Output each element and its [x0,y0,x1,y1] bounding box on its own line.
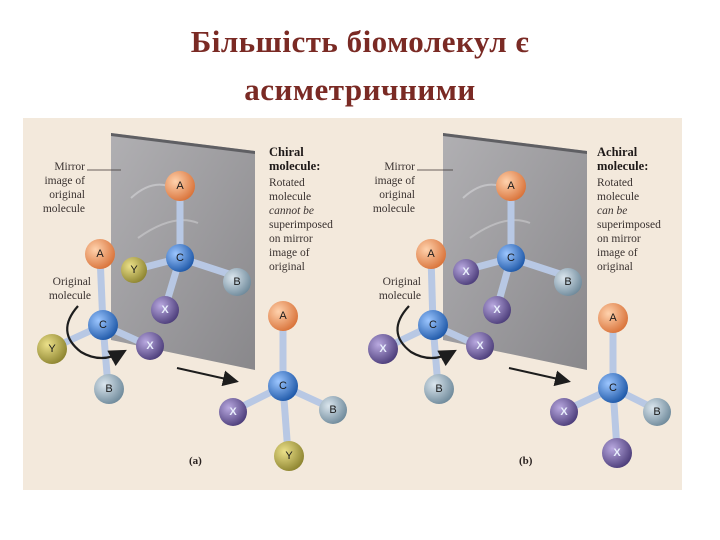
svg-text:original: original [49,189,85,201]
chirality-figure: A Y C B X A Y C X B A X [23,118,682,490]
rotation-arrow-b [508,367,571,387]
atom-a-label: A [609,312,617,324]
svg-text:image of: image of [44,175,85,187]
atom-y-label: Y [48,343,56,355]
atom-x-label: X [493,304,501,316]
svg-text:Rotated: Rotated [269,177,305,189]
rotation-arrow-a [176,367,239,387]
rotated-molecule-b: A X C B X [550,303,671,468]
svg-text:original: original [379,189,415,201]
panel-b-tag: (b) [519,455,533,467]
atom-c-label: C [507,252,515,264]
atom-c-label: C [176,252,184,264]
svg-text:molecule: molecule [269,191,311,203]
atom-c-label: C [429,319,437,331]
atom-x-label: X [613,447,621,459]
atom-x-label: X [560,406,568,418]
svg-text:cannot be: cannot be [269,205,314,217]
atom-b-label: B [435,383,442,395]
slide-title-line2: асиметричними [244,72,476,107]
atom-b-label: B [329,404,336,416]
chiral-description: Chiral molecule: Rotated molecule cannot… [269,145,333,273]
atom-a-label: A [176,180,184,192]
mirror-label-a: Mirror image of original molecule [43,161,121,215]
slide-title-line1: Більшість біомолекул є [190,24,530,59]
mirror-label-b: Mirror image of original molecule [373,161,453,215]
panel-b: A X C B X A X C X B A X C B [368,133,671,468]
atom-x-label: X [379,343,387,355]
atom-x-label: X [161,304,169,316]
svg-text:image of: image of [269,247,310,259]
atom-a-label: A [96,248,104,260]
atom-x-label: X [462,266,470,278]
mirror-molecule-b: A X C B X [453,171,582,324]
atom-x-label: X [146,340,154,352]
atom-c-label: C [279,380,287,392]
svg-text:Original: Original [53,276,91,288]
svg-text:original: original [597,261,633,273]
atom-y-label: Y [130,264,138,276]
chirality-diagram: A Y C B X A Y C X B A X [37,133,671,471]
svg-text:Mirror: Mirror [384,161,415,173]
atom-x-label: X [229,406,237,418]
svg-text:superimposed: superimposed [597,219,661,231]
svg-text:Achiral: Achiral [597,145,638,159]
svg-text:image of: image of [374,175,415,187]
mirror-molecule-a: A Y C B X [121,171,251,324]
atom-x-label: X [476,340,484,352]
achiral-description: Achiral molecule: Rotated molecule can b… [597,145,661,273]
svg-text:Rotated: Rotated [597,177,633,189]
rotated-molecule-a: A X C B Y [219,301,347,471]
original-label-b: Original molecule [379,276,421,302]
svg-text:can be: can be [597,205,627,217]
svg-text:original: original [269,261,305,273]
svg-text:molecule: molecule [43,203,85,215]
atom-b-label: B [233,276,240,288]
svg-text:molecule: molecule [379,290,421,302]
atom-y-label: Y [285,450,293,462]
svg-text:Original: Original [383,276,421,288]
original-molecule-b: A X C X B [368,239,494,404]
svg-text:molecule: molecule [49,290,91,302]
svg-text:molecule:: molecule: [597,159,648,173]
svg-text:molecule:: molecule: [269,159,320,173]
svg-text:on mirror: on mirror [269,233,313,245]
original-molecule-a: A Y C X B [37,239,164,404]
svg-text:Mirror: Mirror [54,161,85,173]
atom-c-label: C [99,319,107,331]
panel-a: A Y C B X A Y C X B A X [37,133,347,471]
svg-text:superimposed: superimposed [269,219,333,231]
atom-b-label: B [564,276,571,288]
atom-a-label: A [507,180,515,192]
panel-a-tag: (a) [189,455,202,467]
atom-a-label: A [427,248,435,260]
atom-b-label: B [105,383,112,395]
svg-text:image of: image of [597,247,638,259]
atom-b-label: B [653,406,660,418]
atom-c-label: C [609,382,617,394]
atom-a-label: A [279,310,287,322]
svg-text:on mirror: on mirror [597,233,641,245]
svg-text:molecule: molecule [597,191,639,203]
svg-text:molecule: molecule [373,203,415,215]
svg-text:Chiral: Chiral [269,145,304,159]
original-label-a: Original molecule [49,276,91,302]
